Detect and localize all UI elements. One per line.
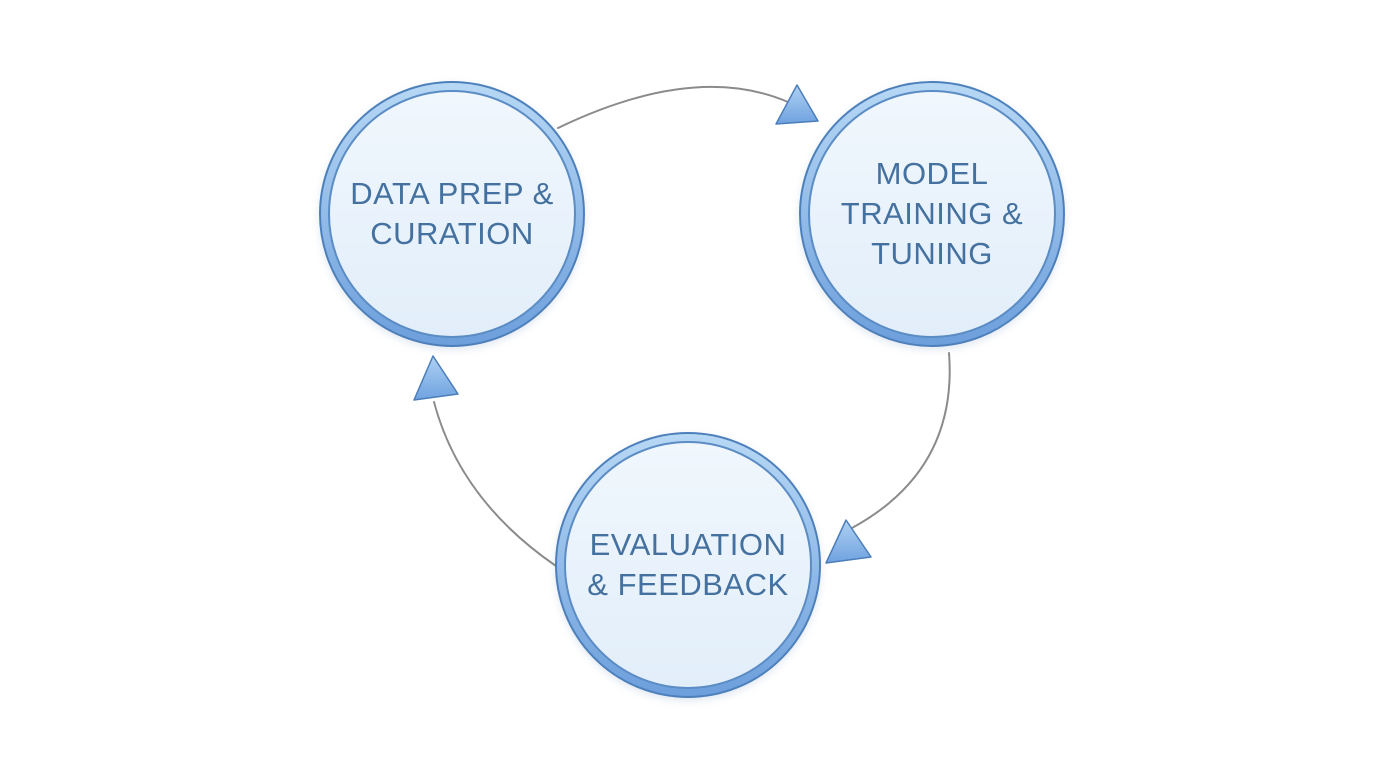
- arrowhead-model-training-to-evaluation: [825, 519, 872, 564]
- node-model-training-label: MODEL TRAINING & TUNING: [840, 156, 1024, 271]
- node-evaluation-label: EVALUATION & FEEDBACK: [587, 527, 789, 602]
- arrow-data-prep-to-model-training: [557, 85, 789, 129]
- node-evaluation: EVALUATION & FEEDBACK: [555, 432, 821, 698]
- node-model-training: MODEL TRAINING & TUNING: [799, 81, 1065, 347]
- node-model-training-face: MODEL TRAINING & TUNING: [808, 90, 1056, 338]
- node-evaluation-face: EVALUATION & FEEDBACK: [564, 441, 812, 689]
- node-data-prep: DATA PREP & CURATION: [319, 81, 585, 347]
- node-data-prep-label: DATA PREP & CURATION: [350, 176, 554, 251]
- node-data-prep-face: DATA PREP & CURATION: [328, 90, 576, 338]
- arrowhead-evaluation-to-data-prep: [413, 355, 459, 401]
- arrowhead-data-prep-to-model-training: [775, 84, 819, 125]
- arrow-model-training-to-evaluation: [851, 352, 951, 529]
- arrow-evaluation-to-data-prep: [433, 401, 557, 567]
